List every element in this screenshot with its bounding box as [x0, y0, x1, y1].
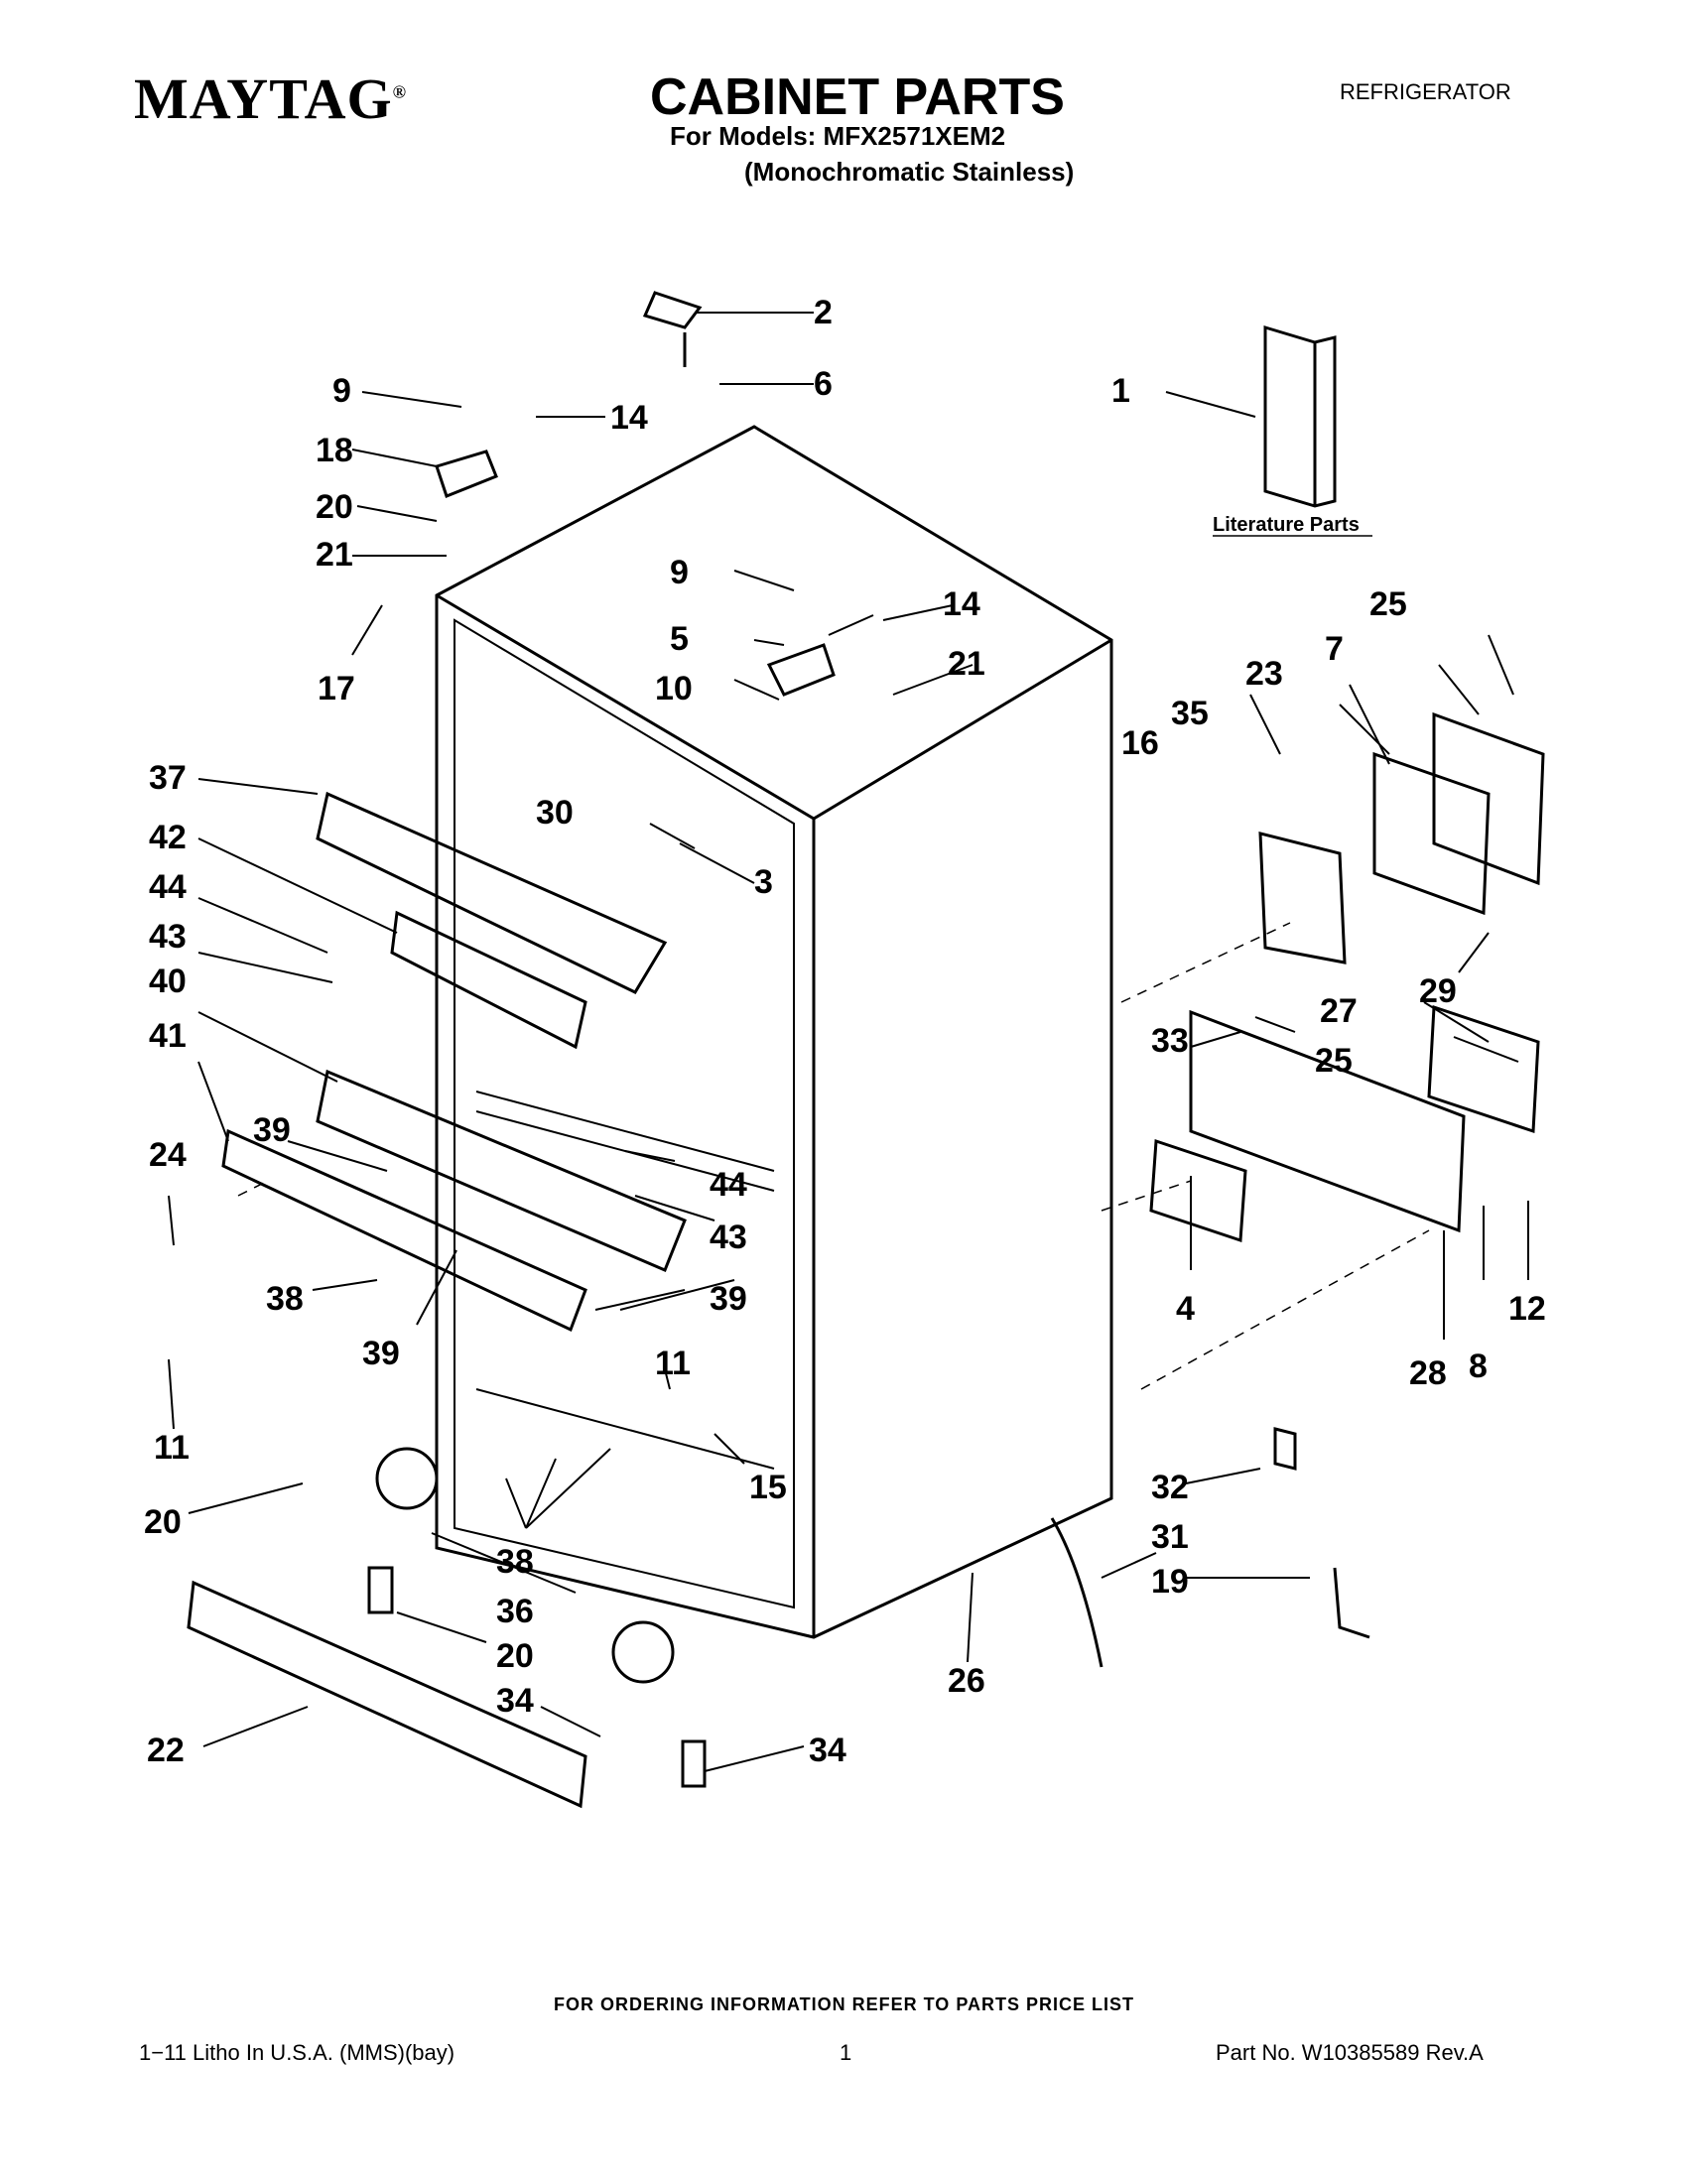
callout-1: 1 [1111, 372, 1130, 410]
callout-9: 9 [332, 372, 351, 410]
callout-12: 12 [1508, 1290, 1546, 1328]
cabinet-inner [454, 618, 795, 1609]
callout-18: 20 [316, 488, 353, 526]
roller-36-left [375, 1447, 439, 1510]
callout-42: 42 [149, 819, 187, 856]
thermistor-19 [1333, 1567, 1370, 1639]
callout-37: 37 [149, 759, 187, 797]
callout-34b: 34 [809, 1732, 846, 1769]
litho-info: 1−11 Litho In U.S.A. (MMS)(bay) [139, 2040, 455, 2065]
roller-36-right [611, 1620, 675, 1684]
cabinet-front-edge [436, 593, 1112, 1637]
callout-36: 36 [496, 1593, 534, 1630]
brand-logo: MAYTAG® [134, 66, 408, 131]
category-label: REFRIGERATOR [1340, 79, 1511, 104]
callout-41: 41 [149, 1017, 187, 1055]
callout-14b: 14 [943, 585, 980, 623]
front-rail-37 [316, 791, 668, 994]
water-valve [642, 291, 703, 367]
callout-15: 15 [749, 1469, 787, 1506]
callout-19: 19 [1151, 1563, 1189, 1601]
callout-22: 22 [147, 1732, 185, 1769]
callout-20b: 20 [496, 1637, 534, 1675]
literature-parts-label: Literature Parts [1213, 514, 1360, 536]
callout-2: 2 [814, 294, 833, 331]
callout-3: 3 [754, 863, 773, 901]
control-board-27 [1427, 1004, 1540, 1134]
callout-34: 34 [496, 1682, 534, 1720]
callout-21b: 21 [948, 645, 985, 683]
callout-40: 40 [149, 963, 187, 1000]
callout-39c: 39 [362, 1335, 400, 1372]
callout-29: 29 [1419, 972, 1457, 1010]
base-grille-22 [187, 1580, 587, 1809]
callout-35: 35 [1171, 695, 1209, 732]
callout-25: 25 [1369, 585, 1407, 623]
callout-43: 43 [149, 918, 187, 956]
callout-39b: 39 [710, 1280, 747, 1318]
grille-30 [1189, 1009, 1466, 1233]
callout-11b: 11 [154, 1429, 190, 1467]
hinge-bracket-16 [1258, 832, 1347, 964]
callout-11: 11 [655, 1345, 691, 1382]
top-left-hinge [435, 450, 498, 498]
callout-6: 6 [814, 365, 833, 403]
callout-13: 18 [316, 432, 353, 469]
leg-34-right [681, 1739, 707, 1788]
variant-line: (Monochromatic Stainless) [744, 157, 1075, 187]
callout-38: 38 [266, 1280, 304, 1318]
callout-38b: 38 [496, 1543, 534, 1581]
callout-32: 32 [1151, 1469, 1189, 1506]
callout-9b: 9 [670, 554, 689, 591]
callout-20: 20 [144, 1503, 182, 1541]
dashed-guides [237, 922, 1430, 1390]
part-number: Part No. W10385589 Rev.A [1216, 2040, 1484, 2065]
ordering-info: FOR ORDERING INFORMATION REFER TO PARTS … [553, 1994, 1134, 2014]
callout-8: 8 [1469, 1348, 1488, 1385]
cabinet-outline [435, 425, 1113, 1639]
page-title: CABINET PARTS [650, 68, 1065, 126]
bracket-42 [390, 910, 587, 1050]
callout-27: 27 [1320, 992, 1358, 1030]
callout-7: 7 [1325, 630, 1344, 668]
callout-28: 30 [536, 794, 574, 832]
callout-10: 10 [655, 670, 693, 707]
tubing-31 [1050, 1517, 1104, 1668]
callout-17: 17 [318, 670, 355, 707]
rail-40 [316, 1069, 687, 1272]
callout-23: 23 [1245, 655, 1283, 693]
callout-21: 21 [316, 536, 353, 574]
panel-23 [1372, 751, 1491, 916]
callout-24: 24 [149, 1136, 187, 1174]
callout-5: 5 [670, 620, 689, 658]
callout-44b: 44 [710, 1166, 747, 1204]
callout-4: 4 [1176, 1290, 1195, 1328]
top-right-hinge [766, 643, 836, 697]
page-number: 1 [840, 2040, 852, 2065]
literature-book [1263, 324, 1337, 508]
callout-26: 26 [948, 1662, 985, 1700]
callout-31: 31 [1151, 1518, 1189, 1556]
callout-43b: 43 [710, 1219, 747, 1256]
filter-33 [1149, 1138, 1247, 1243]
callout-39: 39 [253, 1111, 291, 1149]
callout-33: 33 [1151, 1022, 1189, 1060]
models-line: For Models: MFX2571XEM2 [670, 121, 1006, 151]
callout-14: 14 [610, 399, 648, 437]
leg-34-left [367, 1566, 394, 1614]
callout-30: 28 [1409, 1354, 1447, 1392]
callout-44: 44 [149, 868, 187, 906]
panel-7 [1432, 711, 1545, 886]
rail-41 [221, 1128, 587, 1333]
callout-25b: 25 [1315, 1042, 1353, 1080]
clip-32 [1273, 1427, 1297, 1471]
callout-16: 16 [1121, 724, 1159, 762]
